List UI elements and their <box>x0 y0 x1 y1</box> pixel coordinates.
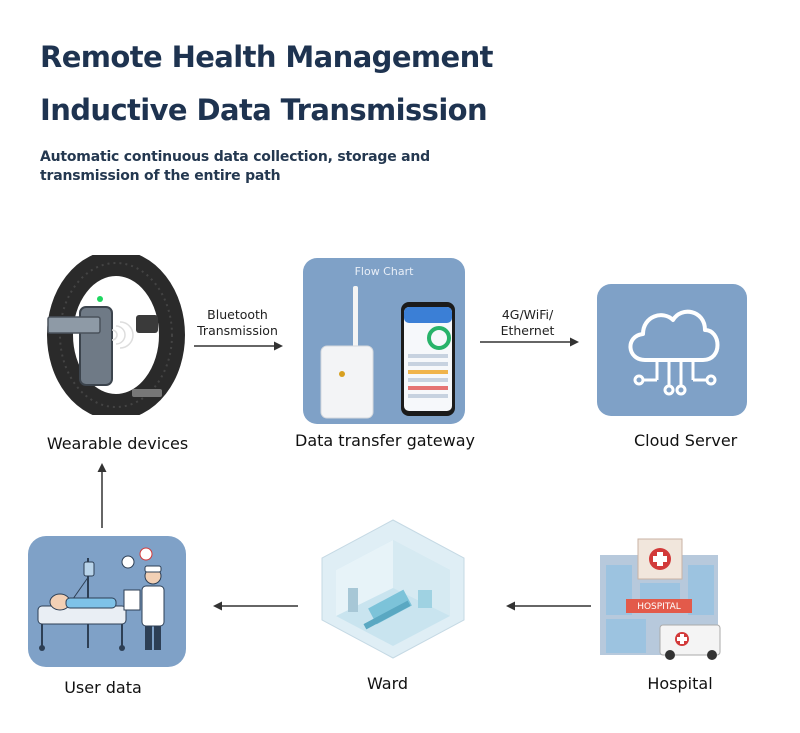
arrow-ward-to-user <box>212 600 300 612</box>
network-edge-label-2: Ethernet <box>500 323 555 338</box>
hospital-sign: HOSPITAL <box>637 602 681 612</box>
arrow-wearable-to-gateway <box>192 340 284 352</box>
page-subtitle-line-2: transmission of the entire path <box>40 168 281 184</box>
cloud-card <box>597 284 747 416</box>
wearable-band-image <box>40 255 190 415</box>
gateway-card: Flow Chart <box>303 258 465 424</box>
user-data-card <box>28 536 186 667</box>
patient-doctor-illustration <box>37 547 165 651</box>
page-title-line-1: Remote Health Management <box>40 40 493 74</box>
cloud-label: Cloud Server <box>634 431 738 450</box>
bluetooth-edge-label-2: Transmission <box>197 323 278 338</box>
hospital-illustration: HOSPITAL <box>596 535 731 665</box>
wearable-label: Wearable devices <box>46 434 189 453</box>
arrow-hospital-to-ward <box>505 600 593 612</box>
gateway-card-title: Flow Chart <box>354 265 414 278</box>
user-data-label: User data <box>64 678 142 697</box>
page-title-line-2: Inductive Data Transmission <box>40 93 488 127</box>
ward-label: Ward <box>366 674 409 693</box>
cloud-icon <box>628 309 720 396</box>
gateway-label: Data transfer gateway <box>295 431 475 450</box>
arrow-user-to-wearable <box>96 462 108 530</box>
arrow-gateway-to-cloud <box>478 336 580 348</box>
gateway-device-icon <box>320 286 455 419</box>
hospital-label: Hospital <box>647 674 713 693</box>
bluetooth-edge-label-1: Bluetooth <box>207 307 268 322</box>
page-subtitle-line-1: Automatic continuous data collection, st… <box>40 149 430 165</box>
network-edge-label-1: 4G/WiFi/ <box>501 307 554 322</box>
ward-illustration <box>318 518 468 660</box>
